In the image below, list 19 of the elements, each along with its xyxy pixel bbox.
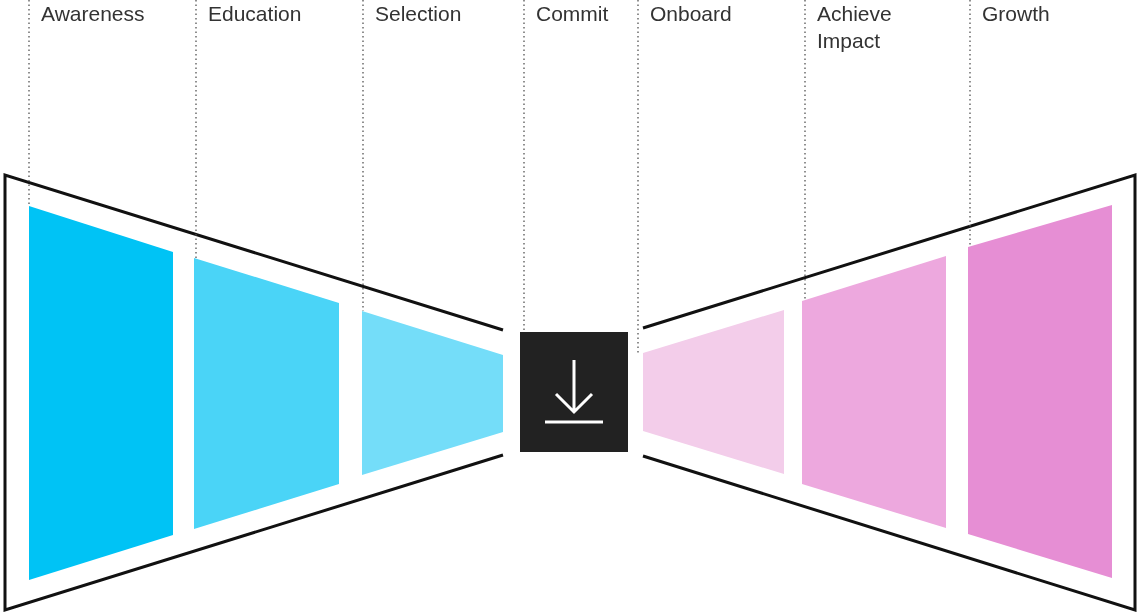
funnel-segment <box>968 205 1112 578</box>
center-square <box>520 332 628 452</box>
dotted-leader-line <box>523 0 525 333</box>
dotted-leader-line <box>969 0 971 248</box>
stage-label: Onboard <box>650 1 733 27</box>
dotted-leader-line <box>195 0 197 259</box>
dotted-leader-line <box>637 0 639 354</box>
stage-label: Selection <box>375 1 463 27</box>
funnel-segment <box>643 310 784 474</box>
dotted-leader-line <box>28 0 30 207</box>
funnel-segment <box>194 258 339 529</box>
stage-label: Achieve Impact <box>817 1 893 54</box>
dotted-leader-line <box>804 0 806 302</box>
stage-label: Growth <box>982 1 1051 27</box>
funnel-segment <box>29 206 173 580</box>
funnel-segment <box>802 256 946 528</box>
funnel-segment <box>362 311 503 475</box>
stage-label: Commit <box>536 1 610 27</box>
stage-label: Education <box>208 1 303 27</box>
